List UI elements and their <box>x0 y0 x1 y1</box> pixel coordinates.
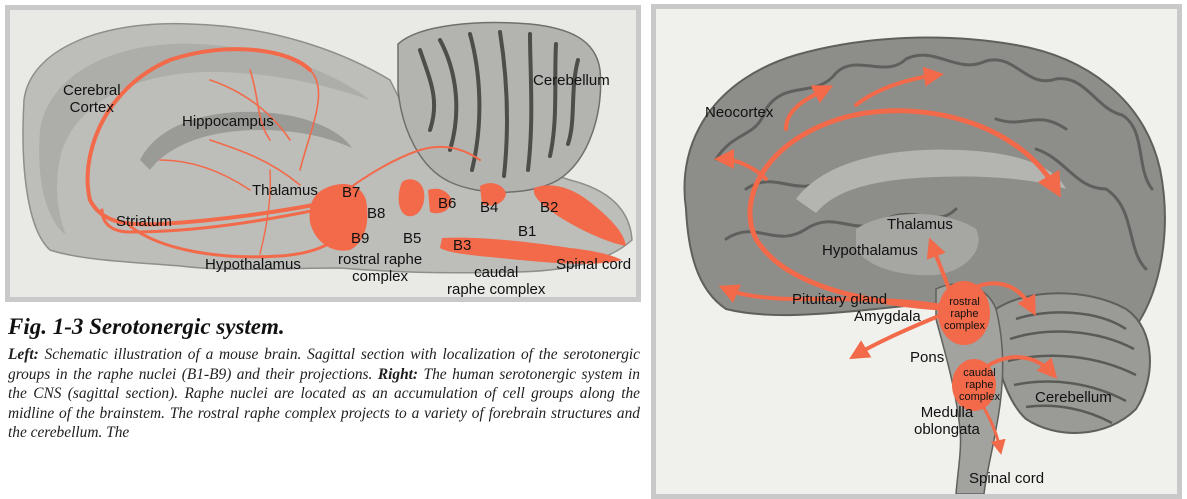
label-b4: B4 <box>480 200 498 217</box>
label-b3: B3 <box>453 238 471 255</box>
label-b6: B6 <box>438 196 456 213</box>
label-hypothalamus: Hypothalamus <box>205 257 301 274</box>
label-human-hypothalamus: Hypothalamus <box>822 243 918 260</box>
label-human-cerebellum: Cerebellum <box>1035 390 1112 407</box>
caption-left-label: Left: <box>8 346 39 363</box>
caption-body: Left: Schematic illustration of a mouse … <box>8 345 640 443</box>
label-neocortex: Neocortex <box>705 105 773 122</box>
label-b5: B5 <box>403 231 421 248</box>
label-striatum: Striatum <box>116 214 172 231</box>
label-human-rostral-raphe-complex: rostral raphe complex <box>944 296 985 332</box>
label-cerebral-cortex: Cerebral Cortex <box>63 83 121 116</box>
human-cerebellum-tissue <box>995 293 1150 433</box>
label-hippocampus: Hippocampus <box>182 114 274 131</box>
label-human-thalamus: Thalamus <box>887 217 953 234</box>
mouse-brain-panel: Cerebral Cortex Hippocampus Cerebellum T… <box>5 5 641 302</box>
mouse-cerebellum-tissue <box>398 23 601 193</box>
caption-title: Fig. 1-3 Serotonergic system. <box>8 314 640 340</box>
label-caudal-raphe-complex: caudal raphe complex <box>447 265 545 298</box>
label-medulla-oblongata: Medulla oblongata <box>914 405 980 438</box>
label-human-caudal-raphe-complex: caudal raphe complex <box>959 367 1000 403</box>
label-rostral-raphe-complex: rostral raphe complex <box>338 252 422 285</box>
caption-right-label: Right: <box>378 366 418 383</box>
label-amygdala: Amygdala <box>854 309 921 326</box>
label-spinal-cord: Spinal cord <box>556 257 631 274</box>
label-human-spinal-cord: Spinal cord <box>969 471 1044 488</box>
mouse-brain-illustration <box>10 10 636 297</box>
label-b1: B1 <box>518 224 536 241</box>
label-thalamus: Thalamus <box>252 183 318 200</box>
label-b2: B2 <box>540 200 558 217</box>
human-brain-panel: Neocortex Thalamus Hypothalamus Pituitar… <box>651 4 1182 499</box>
label-b9: B9 <box>351 231 369 248</box>
label-pons: Pons <box>910 350 944 367</box>
label-b7: B7 <box>342 185 360 202</box>
label-pituitary-gland: Pituitary gland <box>792 292 887 309</box>
label-b8: B8 <box>367 206 385 223</box>
label-cerebellum: Cerebellum <box>533 73 610 90</box>
